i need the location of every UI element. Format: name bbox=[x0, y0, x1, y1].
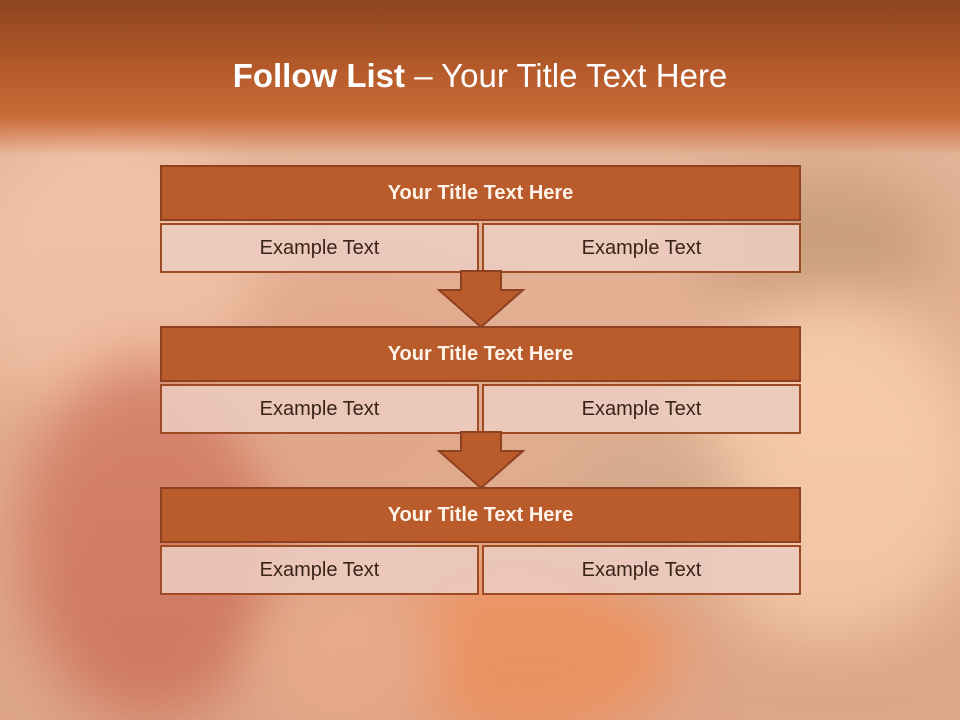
header-band bbox=[0, 0, 960, 155]
block-cell-left: Example Text bbox=[160, 545, 479, 595]
block-cell-left: Example Text bbox=[160, 223, 479, 273]
block-heading: Your Title Text Here bbox=[160, 165, 801, 221]
block-cell-right: Example Text bbox=[482, 223, 801, 273]
slide-title: Follow List – Your Title Text Here bbox=[0, 56, 960, 96]
block-heading: Your Title Text Here bbox=[160, 326, 801, 382]
down-arrow-icon bbox=[437, 270, 525, 328]
block-cell-left: Example Text bbox=[160, 384, 479, 434]
title-bold-part: Follow List bbox=[232, 57, 406, 94]
list-block-2: Your Title Text Here Example Text Exampl… bbox=[160, 326, 801, 434]
block-heading: Your Title Text Here bbox=[160, 487, 801, 543]
list-block-3: Your Title Text Here Example Text Exampl… bbox=[160, 487, 801, 595]
block-row: Example Text Example Text bbox=[160, 545, 801, 595]
title-rest-part: – Your Title Text Here bbox=[405, 57, 728, 94]
block-cell-right: Example Text bbox=[482, 545, 801, 595]
list-block-1: Your Title Text Here Example Text Exampl… bbox=[160, 165, 801, 273]
block-row: Example Text Example Text bbox=[160, 384, 801, 434]
down-arrow-icon bbox=[437, 431, 525, 489]
block-cell-right: Example Text bbox=[482, 384, 801, 434]
block-row: Example Text Example Text bbox=[160, 223, 801, 273]
